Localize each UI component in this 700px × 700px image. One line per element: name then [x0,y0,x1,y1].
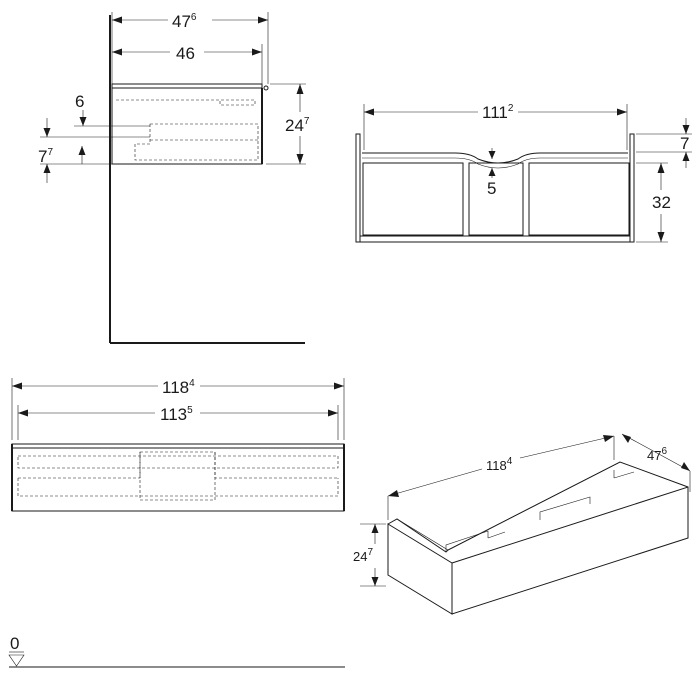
drawer-right-section [528,162,630,236]
arrow-head [296,154,304,164]
dim-label-inner-width-front: 1135 [160,405,193,424]
dim-label-drawer-gap: 77 [38,147,53,166]
dim-label-height: 247 [285,116,310,135]
arrow-head [371,577,379,586]
dim-label-notch: 5 [487,179,496,198]
arrow-head [371,524,379,533]
front-center-box-dashed [139,451,216,501]
iso-inner-back [613,471,635,479]
front-drawer-upper-dashed [17,455,339,469]
iso-view: 1184 476 247 [353,433,691,615]
basin-inner-edge [362,157,628,169]
iso-compartment-right [539,496,591,520]
iso-compartment-mid [487,531,506,539]
iso-top-rim [387,461,689,553]
dim-line [387,468,483,497]
arrow-head [488,151,496,159]
dim-label-top-offset: 6 [75,92,84,111]
front-view: 1184 1135 [11,378,345,512]
arrow-head [657,163,665,173]
arrow-head [112,16,122,24]
arrow-head [258,16,268,24]
dim-label-iso-width: 1184 [486,456,513,473]
dim-label-iso-height: 247 [353,547,373,564]
arrow-head [328,409,338,417]
arrow-head [488,168,496,176]
arrow-head [682,125,690,134]
arrow-head [296,84,304,94]
arrow-head [252,48,262,56]
arrow-head [18,409,28,417]
drawer-lower-dashed [134,123,259,161]
iso-compartment-left [445,530,489,552]
iso-inner-rim [396,461,621,551]
dim-line [621,433,691,472]
arrow-head [364,108,374,116]
dim-label-inner-width: 1112 [482,103,514,122]
front-drawer-lower-dashed [17,478,339,497]
side-view: 476 46 247 6 77 [38,12,310,344]
arrow-head [43,164,51,173]
arrow-head [682,152,690,161]
bottom-plate [359,235,631,243]
arrow-head [657,232,665,242]
dim-label-depth-inner: 46 [176,44,195,63]
arrow-head [617,108,627,116]
arrow-head [43,128,51,137]
drawer-center-section [468,162,524,236]
side-panel-left [355,133,361,243]
arrow-head [388,490,399,497]
arrow-head [334,382,344,390]
arrow-head [12,382,22,390]
dim-label-height-section: 32 [652,193,671,212]
drawer-upper-dashed [116,99,256,106]
iso-side-face [387,523,453,615]
floor-level: 0 [8,634,345,668]
dim-label-iso-depth: 476 [647,446,667,463]
iso-front-face [451,486,689,615]
drawer-left-section [362,162,464,236]
front-body [11,443,345,512]
arrow-head [112,48,122,56]
level-triangle-icon [8,654,25,667]
arrow-head [78,146,86,155]
dim-label-depth-total: 476 [172,12,197,31]
dim-line [519,435,615,459]
section-view: 1112 7 5 32 [355,103,692,243]
arrow-head [622,434,631,443]
floor-level-label: 0 [10,634,19,653]
arrow-head [79,117,87,126]
arrow-head [603,435,614,442]
wall-bracket [263,85,269,91]
dim-label-total-width: 1184 [162,378,195,397]
arrow-head [681,462,690,471]
dim-label-top-section: 7 [680,134,689,153]
side-panel-right [629,133,635,243]
